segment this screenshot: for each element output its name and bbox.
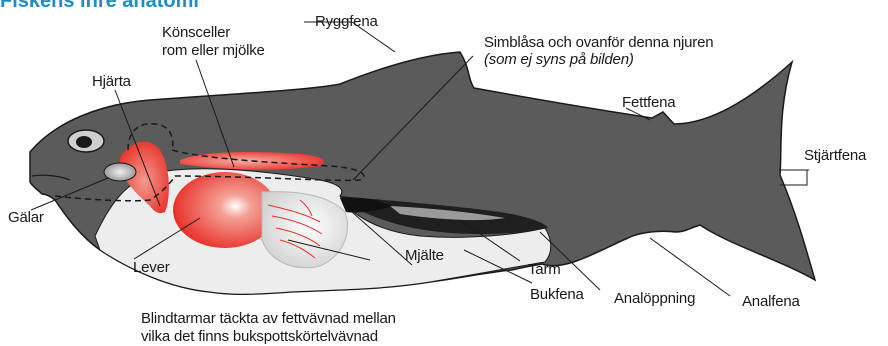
label-blindtarmar-2: vilka det finns bukspottskörtelvävnad — [141, 328, 378, 345]
label-mjalte: Mjälte — [405, 247, 444, 264]
label-simblasa-1: Simblåsa och ovanför denna njuren — [484, 34, 713, 51]
label-bukfena: Bukfena — [530, 286, 584, 303]
label-galar: Gälar — [8, 209, 44, 226]
label-tarm: Tarm — [528, 261, 561, 278]
gill — [104, 163, 136, 181]
label-simblasa-2: (som ej syns på bilden) — [484, 51, 634, 68]
label-hjarta: Hjärta — [92, 73, 131, 90]
label-blindtarmar-1: Blindtarmar täckta av fettvävnad mellan — [141, 310, 396, 327]
label-analoppning: Analöppning — [614, 290, 695, 307]
label-fettfena: Fettfena — [622, 94, 675, 111]
label-konsceller-2: rom eller mjölke — [162, 42, 265, 59]
label-ryggfena: Ryggfena — [315, 13, 378, 30]
label-konsceller-1: Könsceller — [162, 24, 230, 41]
label-analfena: Analfena — [742, 293, 800, 310]
label-stjartfena: Stjärtfena — [804, 147, 866, 164]
liver — [173, 172, 277, 248]
pupil — [76, 136, 92, 148]
label-lever: Lever — [133, 259, 170, 276]
